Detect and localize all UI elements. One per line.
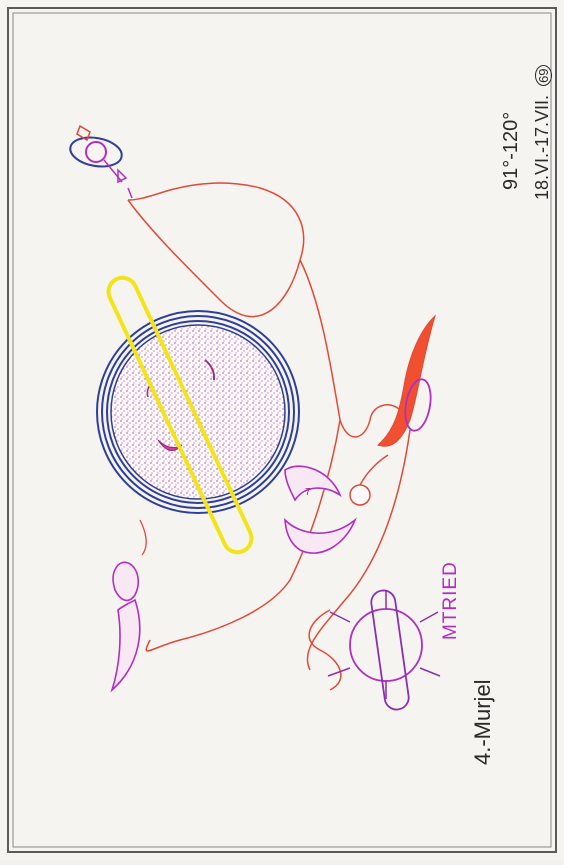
degree-range-label: 91°-120° [500,111,522,190]
lower-bar [370,589,410,711]
yellow-bar [106,275,254,555]
title-label: 4.-Murjel [470,679,495,765]
lower-circle-rays [327,591,441,699]
crescent-lower [284,517,357,554]
crescent-upper [284,465,342,502]
magenta-oval [404,378,432,432]
hook-connector [139,519,147,556]
small-red-circle [349,484,371,506]
red-flame-shape [377,314,436,447]
year-mark: 69 [535,65,552,86]
outer-frame [7,7,557,853]
satellite-icon [69,124,133,199]
hook-shape-lower [110,598,141,693]
red-link-line [359,454,389,486]
bottom-label: MTRIED [440,561,461,640]
red-curve-lower [306,429,411,671]
red-curve-bottom [308,609,342,691]
hook-shape-upper [112,561,140,602]
sun-mouth-shape [157,439,183,451]
inner-frame [12,12,552,848]
date-range-text: 18.VI.-17.VII. [532,94,552,200]
sun-eye-arc [204,359,216,381]
sun-disc [96,310,300,514]
red-loop-line [127,182,401,652]
crescent-glyph: 7 [305,487,311,498]
date-range-label: 18.VI.-17.VII. 69 [532,65,553,200]
